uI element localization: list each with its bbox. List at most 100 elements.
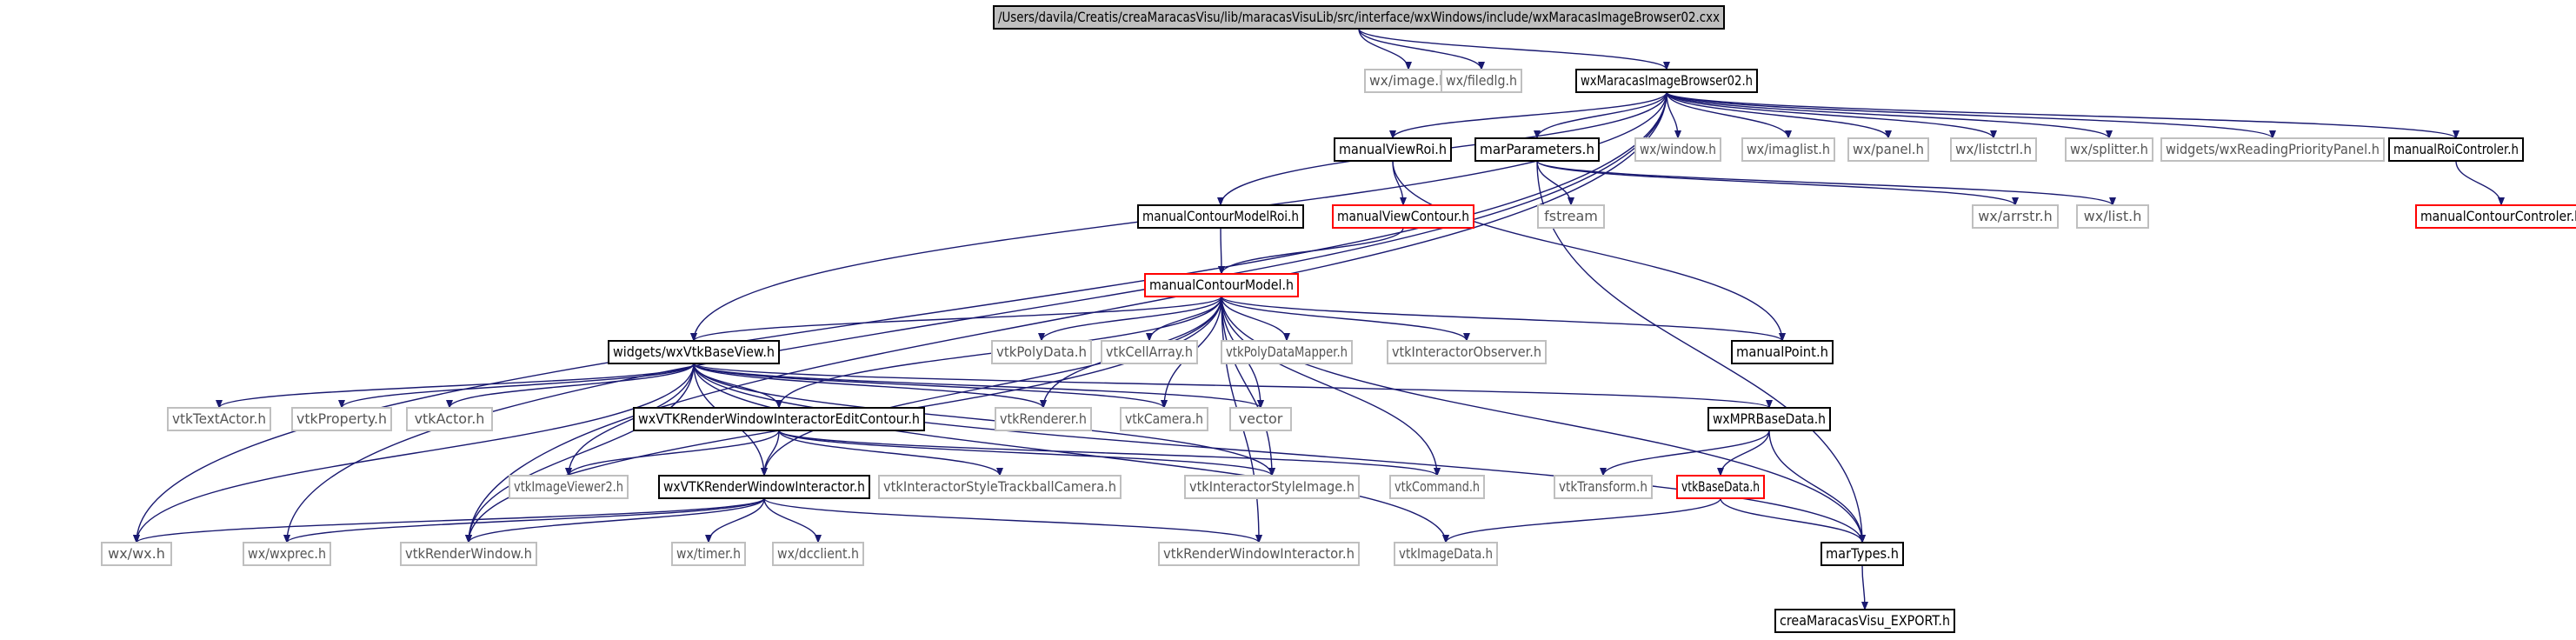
node-wx-wxprec: wx/wxprec.h xyxy=(243,542,331,566)
node-label: vtkInteractorObserver.h xyxy=(1392,343,1541,360)
node-vtkactor: vtkActor.h xyxy=(406,407,493,431)
node-label: manualContourModel.h xyxy=(1149,277,1294,293)
node-manualcontourcontroler[interactable]: manualContourControler.h xyxy=(2415,204,2576,229)
node-box xyxy=(400,542,537,566)
edge-wxVtkBaseView-to-vtkActor xyxy=(446,363,695,409)
node-label: /Users/davila/Creatis/creaMaracasVisu/li… xyxy=(998,9,1720,25)
edge-browser02-to-manualRoiControler xyxy=(1666,91,2460,139)
node-wxvtkbaseview[interactable]: widgets/wxVtkBaseView.h xyxy=(608,340,780,364)
edge-wxVTKRWI-to-vtkRenderWindowInteractor xyxy=(763,497,1262,543)
node-label: wx/wxprec.h xyxy=(248,545,326,562)
edge-wxVtkBaseView-to-vtkInteractorStyleImage xyxy=(693,363,1275,477)
node-label: manualViewRoi.h xyxy=(1339,141,1447,157)
node-box xyxy=(2415,204,2576,229)
node-label: vtkImageViewer2.h xyxy=(514,478,623,495)
node-box xyxy=(1537,204,1605,229)
node-box xyxy=(291,407,392,431)
edge-wxVtkBaseView-to-marTypes xyxy=(693,363,1866,543)
edge-manualContourModel-to-vtkPolyDataMapper xyxy=(1221,296,1290,342)
node-box xyxy=(878,475,1122,499)
node-box xyxy=(1387,340,1547,364)
edge-vtkBaseData-to-vtkImageData xyxy=(1442,497,1721,543)
node-wx-timer: wx/timer.h xyxy=(671,542,746,566)
edge-browser02-to-wxReadingPriority xyxy=(1666,91,2276,139)
node-manualviewroi[interactable]: manualViewRoi.h xyxy=(1334,137,1452,162)
edge-wxVTKRWIEditContour-to-vtkImageViewer2 xyxy=(565,430,780,477)
node-box xyxy=(1120,407,1208,431)
node-creamaracasvisuexport[interactable]: creaMaracasVisu_EXPORT.h xyxy=(1774,609,1955,633)
edge-marParameters-to-wx_arrstr xyxy=(1536,160,2019,206)
node-wxvtkrwi[interactable]: wxVTKRenderWindowInteractor.h xyxy=(658,475,870,499)
node-label: vtkPolyDataMapper.h xyxy=(1226,343,1348,360)
node-box xyxy=(1474,137,1600,162)
node-label: wx/listctrl.h xyxy=(1955,141,2032,157)
edge-browser02-to-wx_window xyxy=(1666,91,1681,139)
node-label: manualContourControler.h xyxy=(2420,208,2576,224)
node-manualcontourmodelroi[interactable]: manualContourModelRoi.h xyxy=(1137,204,1304,229)
node-box xyxy=(1847,137,1929,162)
node-manualpoint[interactable]: manualPoint.h xyxy=(1731,340,1834,364)
node-box xyxy=(1229,407,1292,431)
node-box xyxy=(167,407,271,431)
node-wx-dcclient: wx/dcclient.h xyxy=(772,542,864,566)
node-box xyxy=(608,340,780,364)
node-box xyxy=(1950,137,2037,162)
node-label: wxVTKRenderWindowInteractor.h xyxy=(663,478,865,495)
node-vtkproperty: vtkProperty.h xyxy=(291,407,392,431)
node-label: vtkRenderer.h xyxy=(1000,410,1087,427)
edge-wxVTKRWI-to-wx_wxprec xyxy=(283,497,765,543)
edge-marParameters-to-wx_list xyxy=(1536,160,2116,206)
edge-root-to-wx_image xyxy=(1358,28,1412,70)
node-wxmprbasedata[interactable]: wxMPRBaseData.h xyxy=(1707,407,1831,431)
node-label: wx/dcclient.h xyxy=(777,545,859,562)
node-wxvtkrwieditcontour[interactable]: wxVTKRenderWindowInteractorEditContour.h xyxy=(633,407,925,431)
edge-manualContourModel-to-vtkPolyData xyxy=(1038,296,1222,342)
node-wx-panel: wx/panel.h xyxy=(1847,137,1929,162)
node-label: vtkRenderWindowInteractor.h xyxy=(1163,545,1355,562)
node-vtktextactor: vtkTextActor.h xyxy=(167,407,271,431)
edge-wxVTKRWI-to-wx_dcclient xyxy=(763,497,822,543)
edge-marParameters-to-fstream xyxy=(1536,160,1574,206)
node-label: wx/splitter.h xyxy=(2070,141,2148,157)
node-label: vector xyxy=(1239,410,1283,427)
node-manualviewcontour[interactable]: manualViewContour.h xyxy=(1332,204,1474,229)
node-box xyxy=(1575,69,1758,93)
node-wx-wx: wx/wx.h xyxy=(101,542,172,566)
node-box xyxy=(2076,204,2149,229)
node-box xyxy=(991,340,1092,364)
node-vtkpolydata: vtkPolyData.h xyxy=(991,340,1092,364)
node-manualroicontroler[interactable]: manualRoiControler.h xyxy=(2388,137,2524,162)
node-label: fstream xyxy=(1544,208,1598,224)
node-martypes[interactable]: marTypes.h xyxy=(1821,542,1904,566)
edge-vtkBaseData-to-marTypes xyxy=(1720,497,1866,543)
edge-wxVTKRWIEditContour-to-vtkCommand xyxy=(778,430,1441,477)
edge-wxMPRBaseData-to-vtkBaseData xyxy=(1717,430,1770,477)
node-label: manualPoint.h xyxy=(1736,343,1828,360)
node-root[interactable]: /Users/davila/Creatis/creaMaracasVisu/li… xyxy=(993,5,1725,30)
node-label: vtkImageData.h xyxy=(1399,545,1493,562)
node-wx-window: wx/window.h xyxy=(1634,137,1721,162)
node-wx-list: wx/list.h xyxy=(2076,204,2149,229)
node-box xyxy=(1634,137,1721,162)
node-box xyxy=(1101,340,1198,364)
node-manualcontourmodel[interactable]: manualContourModel.h xyxy=(1144,273,1299,297)
node-label: widgets/wxReadingPriorityPanel.h xyxy=(2166,141,2380,157)
node-wx-filedlg: wx/filedlg.h xyxy=(1441,69,1522,93)
node-vtkbasedata[interactable]: vtkBaseData.h xyxy=(1676,475,1765,499)
node-label: vtkActor.h xyxy=(415,410,485,427)
node-marparameters[interactable]: marParameters.h xyxy=(1474,137,1600,162)
edge-wxVtkBaseView-to-wx_wx xyxy=(133,363,695,543)
edge-browser02-to-vtkRenderWindow xyxy=(465,91,1667,543)
node-label: vtkCamera.h xyxy=(1125,410,1203,427)
node-browser02[interactable]: wxMaracasImageBrowser02.h xyxy=(1575,69,1758,93)
node-label: vtkCommand.h xyxy=(1395,478,1480,495)
node-vector: vector xyxy=(1229,407,1292,431)
node-vtkinteractorstyleimage: vtkInteractorStyleImage.h xyxy=(1184,475,1360,499)
edge-manualContourModel-to-vtkInteractorObserver xyxy=(1221,296,1470,342)
edge-wxVTKRWI-to-wx_timer xyxy=(705,497,765,543)
node-label: wxMPRBaseData.h xyxy=(1713,410,1826,427)
node-vtkimagedata: vtkImageData.h xyxy=(1394,542,1498,566)
edge-wxVTKRWI-to-wx_wx xyxy=(133,497,765,543)
node-box xyxy=(1676,475,1765,499)
